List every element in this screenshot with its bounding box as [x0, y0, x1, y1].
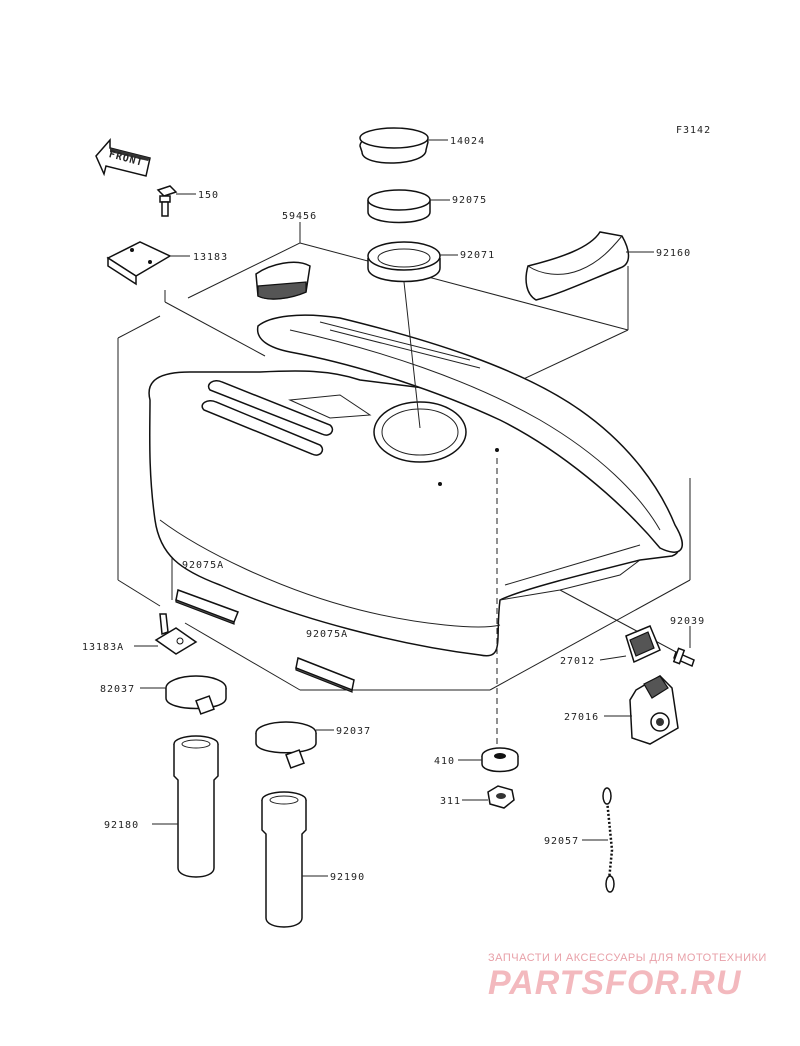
- label-150: 150: [198, 190, 219, 201]
- label-27012: 27012: [560, 656, 595, 667]
- part-92071-ring: [367, 241, 458, 429]
- label-92037: 92037: [336, 726, 371, 737]
- watermark-logo: PARTSFOR.RU: [488, 964, 742, 1002]
- fuel-tank: [148, 314, 683, 657]
- label-92190: 92190: [330, 872, 365, 883]
- part-311-nut: [462, 785, 515, 809]
- part-92160-pad: [525, 231, 654, 301]
- figure-code: F3142: [676, 125, 711, 136]
- label-92039: 92039: [670, 616, 705, 627]
- part-92180-hose: [152, 735, 219, 878]
- label-59456: 59456: [282, 211, 317, 222]
- front-arrow-icon: [95, 138, 151, 177]
- label-13183: 13183: [193, 252, 228, 263]
- part-92075-pad: [367, 189, 450, 224]
- part-27016-latch: [604, 675, 679, 745]
- part-14024-cap: [359, 127, 448, 164]
- label-92057: 92057: [544, 836, 579, 847]
- part-13183-plate: [106, 241, 190, 286]
- watermark-tagline: ЗАПЧАСТИ И АКСЕССУАРЫ ДЛЯ МОТОТЕХНИКИ: [488, 952, 767, 964]
- part-92039-pin: [559, 589, 695, 668]
- part-27012-latch: [599, 625, 661, 664]
- part-92075A-pad-2: [295, 656, 355, 693]
- part-92057-lanyard: [582, 787, 615, 893]
- label-92071: 92071: [460, 250, 495, 261]
- label-92075: 92075: [452, 195, 487, 206]
- part-59456-bracket: [255, 261, 311, 300]
- label-410: 410: [434, 756, 455, 767]
- part-92190-hose: [261, 791, 328, 928]
- part-150-bolt: [156, 185, 196, 217]
- label-27016: 27016: [564, 712, 599, 723]
- label-92075A-2: 92075A: [306, 629, 348, 640]
- label-14024: 14024: [450, 136, 485, 147]
- label-13183A: 13183A: [82, 642, 124, 653]
- part-410-washer: [458, 458, 519, 773]
- part-92075A-pad-1: [175, 588, 239, 625]
- label-92075A-1: 92075A: [182, 560, 224, 571]
- part-13183A-bracket: [134, 613, 198, 655]
- label-311: 311: [440, 796, 461, 807]
- part-82037-clamp: [140, 675, 227, 715]
- label-92160: 92160: [656, 248, 691, 259]
- label-92180: 92180: [104, 820, 139, 831]
- part-92037-clamp: [255, 721, 334, 769]
- label-82037: 82037: [100, 684, 135, 695]
